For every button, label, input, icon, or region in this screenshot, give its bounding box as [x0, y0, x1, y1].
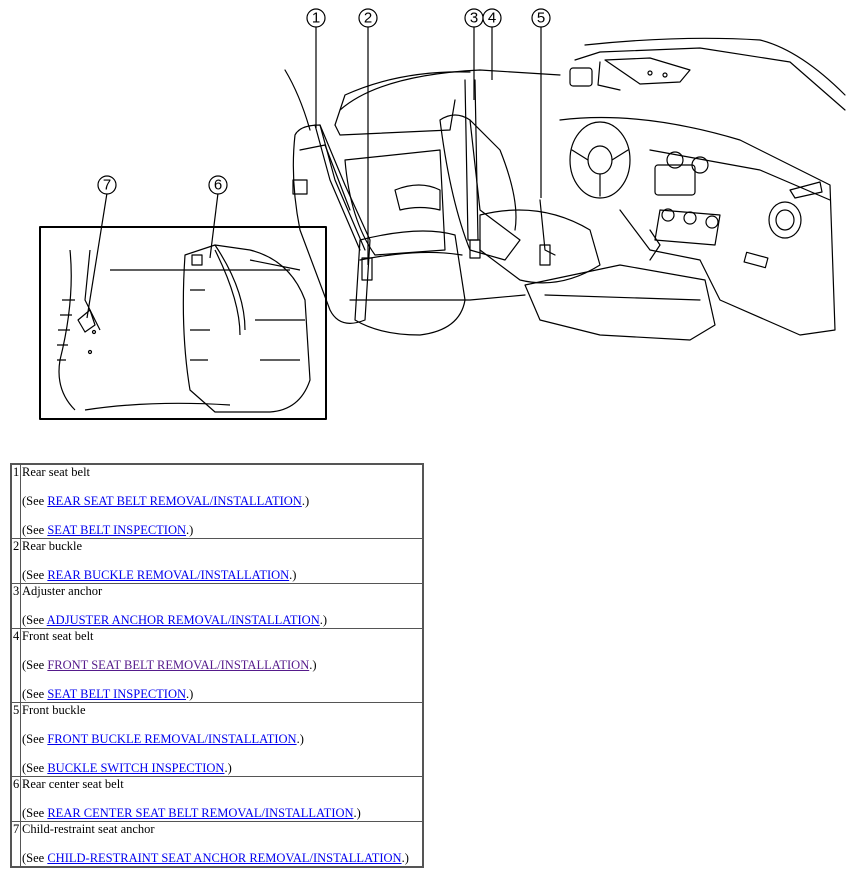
procedure-link[interactable]: REAR CENTER SEAT BELT REMOVAL/INSTALLATI…: [47, 806, 354, 820]
roof-line: [339, 69, 561, 111]
item-title: Adjuster anchor: [22, 584, 103, 598]
reference-line: (See FRONT BUCKLE REMOVAL/INSTALLATION.): [22, 732, 422, 747]
reference-line: (See CHILD-RESTRAINT SEAT ANCHOR REMOVAL…: [22, 851, 422, 866]
front-seat-cushion: [479, 209, 601, 284]
roof-line: [284, 69, 311, 131]
reference-suffix: .): [319, 613, 328, 627]
inset-seat: [182, 244, 311, 413]
item-description: Front seat belt (See FRONT SEAT BELT REMO…: [20, 628, 424, 703]
item-number: 1: [10, 463, 21, 539]
reference-suffix: .): [186, 523, 194, 537]
reference-prefix: (See: [22, 494, 48, 508]
procedure-link[interactable]: ADJUSTER ANCHOR REMOVAL/INSTALLATION: [46, 613, 320, 627]
reference-line: (See FRONT SEAT BELT REMOVAL/INSTALLATIO…: [22, 658, 422, 673]
reference-suffix: .): [289, 568, 297, 582]
item-title: Rear buckle: [22, 539, 83, 553]
item-description: Rear center seat belt (See REAR CENTER SE…: [20, 776, 424, 822]
procedure-link[interactable]: FRONT SEAT BELT REMOVAL/INSTALLATION: [47, 658, 310, 672]
procedure-link[interactable]: CHILD-RESTRAINT SEAT ANCHOR REMOVAL/INST…: [47, 851, 402, 865]
procedure-link[interactable]: REAR BUCKLE REMOVAL/INSTALLATION: [47, 568, 290, 582]
reference-prefix: (See: [22, 732, 48, 746]
floor-console: [524, 264, 716, 341]
reference-suffix: .): [296, 732, 304, 746]
reference-prefix: (See: [22, 687, 48, 701]
procedure-link[interactable]: FRONT BUCKLE REMOVAL/INSTALLATION: [47, 732, 297, 746]
callout-2: 2: [364, 10, 372, 27]
reference-suffix: .): [309, 658, 317, 672]
b-pillar: [464, 79, 479, 241]
reference-line: (See REAR SEAT BELT REMOVAL/INSTALLATION…: [22, 494, 422, 509]
item-description: Front buckle (See FRONT BUCKLE REMOVAL/IN…: [20, 702, 424, 777]
item-description: Rear buckle (See REAR BUCKLE REMOVAL/INST…: [20, 538, 424, 584]
item-number: 6: [10, 776, 21, 822]
reference-prefix: (See: [22, 851, 48, 865]
reference-line: (See REAR BUCKLE REMOVAL/INSTALLATION.): [22, 568, 422, 583]
procedure-link[interactable]: SEAT BELT INSPECTION: [47, 523, 187, 537]
callout-4: 4: [488, 10, 496, 27]
item-title: Rear seat belt: [22, 465, 91, 479]
dashboard: [559, 116, 836, 336]
callout-7: 7: [103, 177, 111, 194]
item-description: Adjuster anchor (See ADJUSTER ANCHOR REMO…: [20, 583, 424, 629]
reference-suffix: .): [401, 851, 409, 865]
reference-line: (See REAR CENTER SEAT BELT REMOVAL/INSTA…: [22, 806, 422, 821]
rear-seat-cushion: [354, 230, 466, 336]
reference-prefix: (See: [22, 761, 48, 775]
rear-seat-back: [292, 124, 371, 324]
item-number: 7: [10, 821, 21, 868]
item-number: 4: [10, 628, 21, 703]
reference-prefix: (See: [22, 658, 48, 672]
reference-prefix: (See: [22, 568, 48, 582]
reference-line: (See SEAT BELT INSPECTION.): [22, 687, 422, 702]
reference-line: (See ADJUSTER ANCHOR REMOVAL/INSTALLATIO…: [22, 613, 422, 628]
callout-1: 1: [312, 10, 320, 27]
procedure-link[interactable]: REAR SEAT BELT REMOVAL/INSTALLATION: [47, 494, 302, 508]
item-title: Rear center seat belt: [22, 777, 124, 791]
front-seat-back: [439, 114, 521, 261]
reference-suffix: .): [301, 494, 310, 508]
item-title: Front seat belt: [22, 629, 94, 643]
reference-prefix: (See: [22, 806, 48, 820]
callout-5: 5: [537, 10, 545, 27]
item-title: Child-restraint seat anchor: [22, 822, 155, 836]
steering-wheel: [569, 121, 631, 199]
item-number: 5: [10, 702, 21, 777]
callout-6: 6: [214, 177, 222, 194]
procedure-link[interactable]: BUCKLE SWITCH INSPECTION: [47, 761, 225, 775]
reference-prefix: (See: [22, 613, 47, 627]
item-description: Child-restraint seat anchor (See CHILD-RE…: [20, 821, 424, 868]
item-description: Rear seat belt (See REAR SEAT BELT REMOVA…: [20, 463, 424, 539]
reference-suffix: .): [186, 687, 194, 701]
reference-suffix: .): [353, 806, 361, 820]
procedure-link[interactable]: SEAT BELT INSPECTION: [47, 687, 187, 701]
inset-frame: [39, 226, 327, 420]
callout-3: 3: [470, 10, 478, 27]
reference-line: (See BUCKLE SWITCH INSPECTION.): [22, 761, 422, 776]
item-number: 2: [10, 538, 21, 584]
reference-line: (See SEAT BELT INSPECTION.): [22, 523, 422, 538]
item-number: 3: [10, 583, 21, 629]
item-title: Front buckle: [22, 703, 86, 717]
seat-belt-location-illustration: 1 2 3 4 5 6 7: [39, 8, 846, 420]
reference-prefix: (See: [22, 523, 48, 537]
reference-suffix: .): [224, 761, 232, 775]
